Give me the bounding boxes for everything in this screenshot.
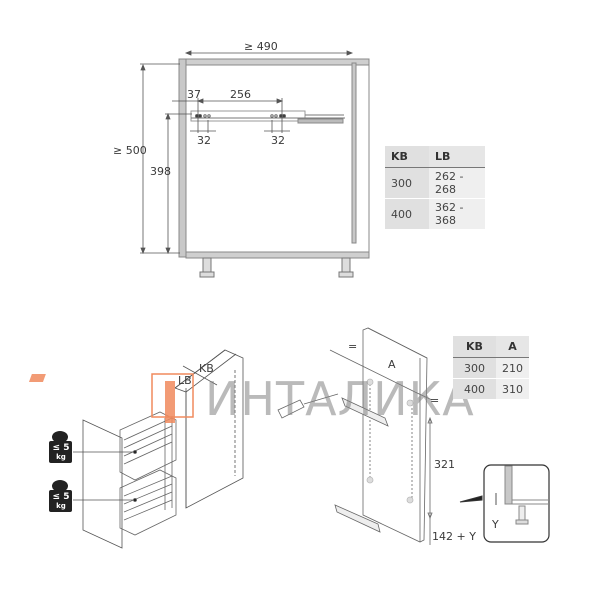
cell-a: 210 — [496, 357, 529, 379]
cell-kb: 400 — [453, 378, 496, 399]
cell-kb: 300 — [453, 357, 496, 379]
table-row: 300 262 - 268 — [385, 167, 485, 199]
cell-kb: 400 — [385, 198, 429, 229]
dim-hole-32-left: 32 — [197, 134, 211, 147]
weight-label-top: ≤ 5 kg — [50, 444, 72, 462]
watermark-text: ИНТАЛИКА — [205, 372, 475, 426]
dim-height-398: 398 — [150, 165, 171, 178]
weight-label-bottom: ≤ 5 kg — [50, 493, 72, 511]
dim-offset-37: 37 — [187, 88, 201, 101]
table-header-row: KB LB — [385, 146, 485, 168]
header-kb: KB — [453, 336, 496, 358]
weight-value-bottom: ≤ 5 — [52, 492, 70, 502]
label-a: A — [388, 358, 396, 371]
dimension-lines-top — [140, 50, 354, 255]
weight-value-top: ≤ 5 — [52, 443, 70, 453]
label-kb-iso: KB — [199, 362, 214, 375]
header-lb: LB — [429, 146, 485, 168]
dim-height-min: ≥ 500 — [113, 144, 147, 157]
dim-321: 321 — [434, 458, 455, 471]
dim-hole-32-right: 32 — [271, 134, 285, 147]
front-panel-mount — [277, 327, 433, 545]
cell-kb: 300 — [385, 167, 429, 199]
watermark-logo — [28, 373, 194, 423]
dim-spacing-256: 256 — [230, 88, 251, 101]
cell-a: 310 — [496, 378, 529, 399]
table-header-row: KB A — [453, 336, 529, 358]
table-kb-a: KB A 300 210 400 310 — [453, 336, 529, 399]
table-row: 300 210 — [453, 357, 529, 379]
detail-callout — [459, 464, 550, 543]
label-lb-iso: LB — [178, 374, 192, 387]
label-eq-left: = — [348, 340, 357, 353]
weight-unit-bottom: kg — [56, 502, 66, 510]
isometric-cabinet — [73, 349, 244, 549]
cell-lb: 362 - 368 — [429, 198, 485, 229]
header-a: A — [496, 336, 529, 358]
dim-width-min: ≥ 490 — [244, 40, 278, 53]
weight-unit-top: kg — [56, 453, 66, 461]
cabinet-section — [178, 58, 370, 278]
label-eq-right: = — [430, 394, 439, 407]
dim-142-y: 142 + Y — [432, 530, 476, 543]
table-row: 400 310 — [453, 378, 529, 399]
header-kb: KB — [385, 146, 429, 168]
weight-icon-bottom — [49, 480, 72, 512]
weight-icon-top — [49, 431, 72, 463]
table-kb-lb: KB LB 300 262 - 268 400 362 - 368 — [385, 146, 485, 229]
table-row: 400 362 - 368 — [385, 198, 485, 229]
cell-lb: 262 - 268 — [429, 167, 485, 199]
detail-y-label: Y — [491, 518, 499, 531]
